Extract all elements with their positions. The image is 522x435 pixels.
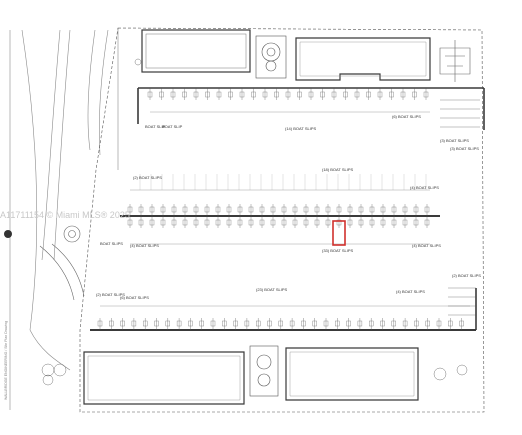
label-lower-center: (23) BOAT SLIPS	[256, 287, 288, 292]
drawing-side-note: WALLBRIDGE ENGINEERING / Site Plan Drawi…	[4, 321, 8, 400]
label-mid-lower-left: (4) BOAT SLIPS	[130, 243, 159, 248]
palm-tree-icon	[439, 40, 471, 82]
parcel-boundary	[79, 27, 485, 413]
west-road	[9, 28, 119, 410]
building-south-west	[83, 351, 245, 405]
building-north-west	[134, 29, 251, 73]
label-top-right: (6) BOAT SLIPS	[392, 114, 421, 119]
label-top-left-b: BOAT SLIP	[162, 124, 183, 129]
label-top-row: (14) BOAT SLIPS	[285, 126, 317, 131]
label-lower-right-b: (4) BOAT SLIPS	[396, 289, 425, 294]
label-lower-left: (6) BOAT SLIPS	[120, 295, 149, 300]
building-north-east	[295, 37, 431, 81]
palm-tree-icon-south	[41, 363, 468, 386]
building-south-east	[285, 347, 419, 401]
compass-icon	[4, 230, 12, 238]
label-mid-lower-center: (33) BOAT SLIPS	[322, 248, 354, 253]
label-top-left-a: BOAT SLIP	[145, 124, 166, 129]
slip-labels: BOAT SLIP BOAT SLIP (14) BOAT SLIPS (6) …	[96, 114, 481, 300]
label-right-b: (3) BOAT SLIPS	[450, 146, 479, 151]
fountain-icon	[255, 35, 287, 79]
label-mid-lower-right: (4) BOAT SLIPS	[412, 243, 441, 248]
label-mid-upper-left: (2) BOAT SLIPS	[133, 175, 162, 180]
label-mid-upper-right: (4) BOAT SLIPS	[410, 185, 439, 190]
roundabout-icon	[39, 225, 85, 301]
label-lower-left-b: (2) BOAT SLIPS	[96, 292, 125, 297]
fountain-icon-south	[249, 345, 279, 397]
selected-slip-highlight[interactable]	[332, 220, 346, 246]
mls-watermark: A11711154 © Miami MLS® 2025	[0, 210, 130, 220]
label-lower-left-small: BOAT SLIPS	[100, 241, 123, 246]
label-right-a: (3) BOAT SLIPS	[440, 138, 469, 143]
boat-slip-rows	[90, 87, 485, 331]
label-lower-right: (2) BOAT SLIPS	[452, 273, 481, 278]
label-mid-upper-center: (18) BOAT SLIPS	[322, 167, 354, 172]
